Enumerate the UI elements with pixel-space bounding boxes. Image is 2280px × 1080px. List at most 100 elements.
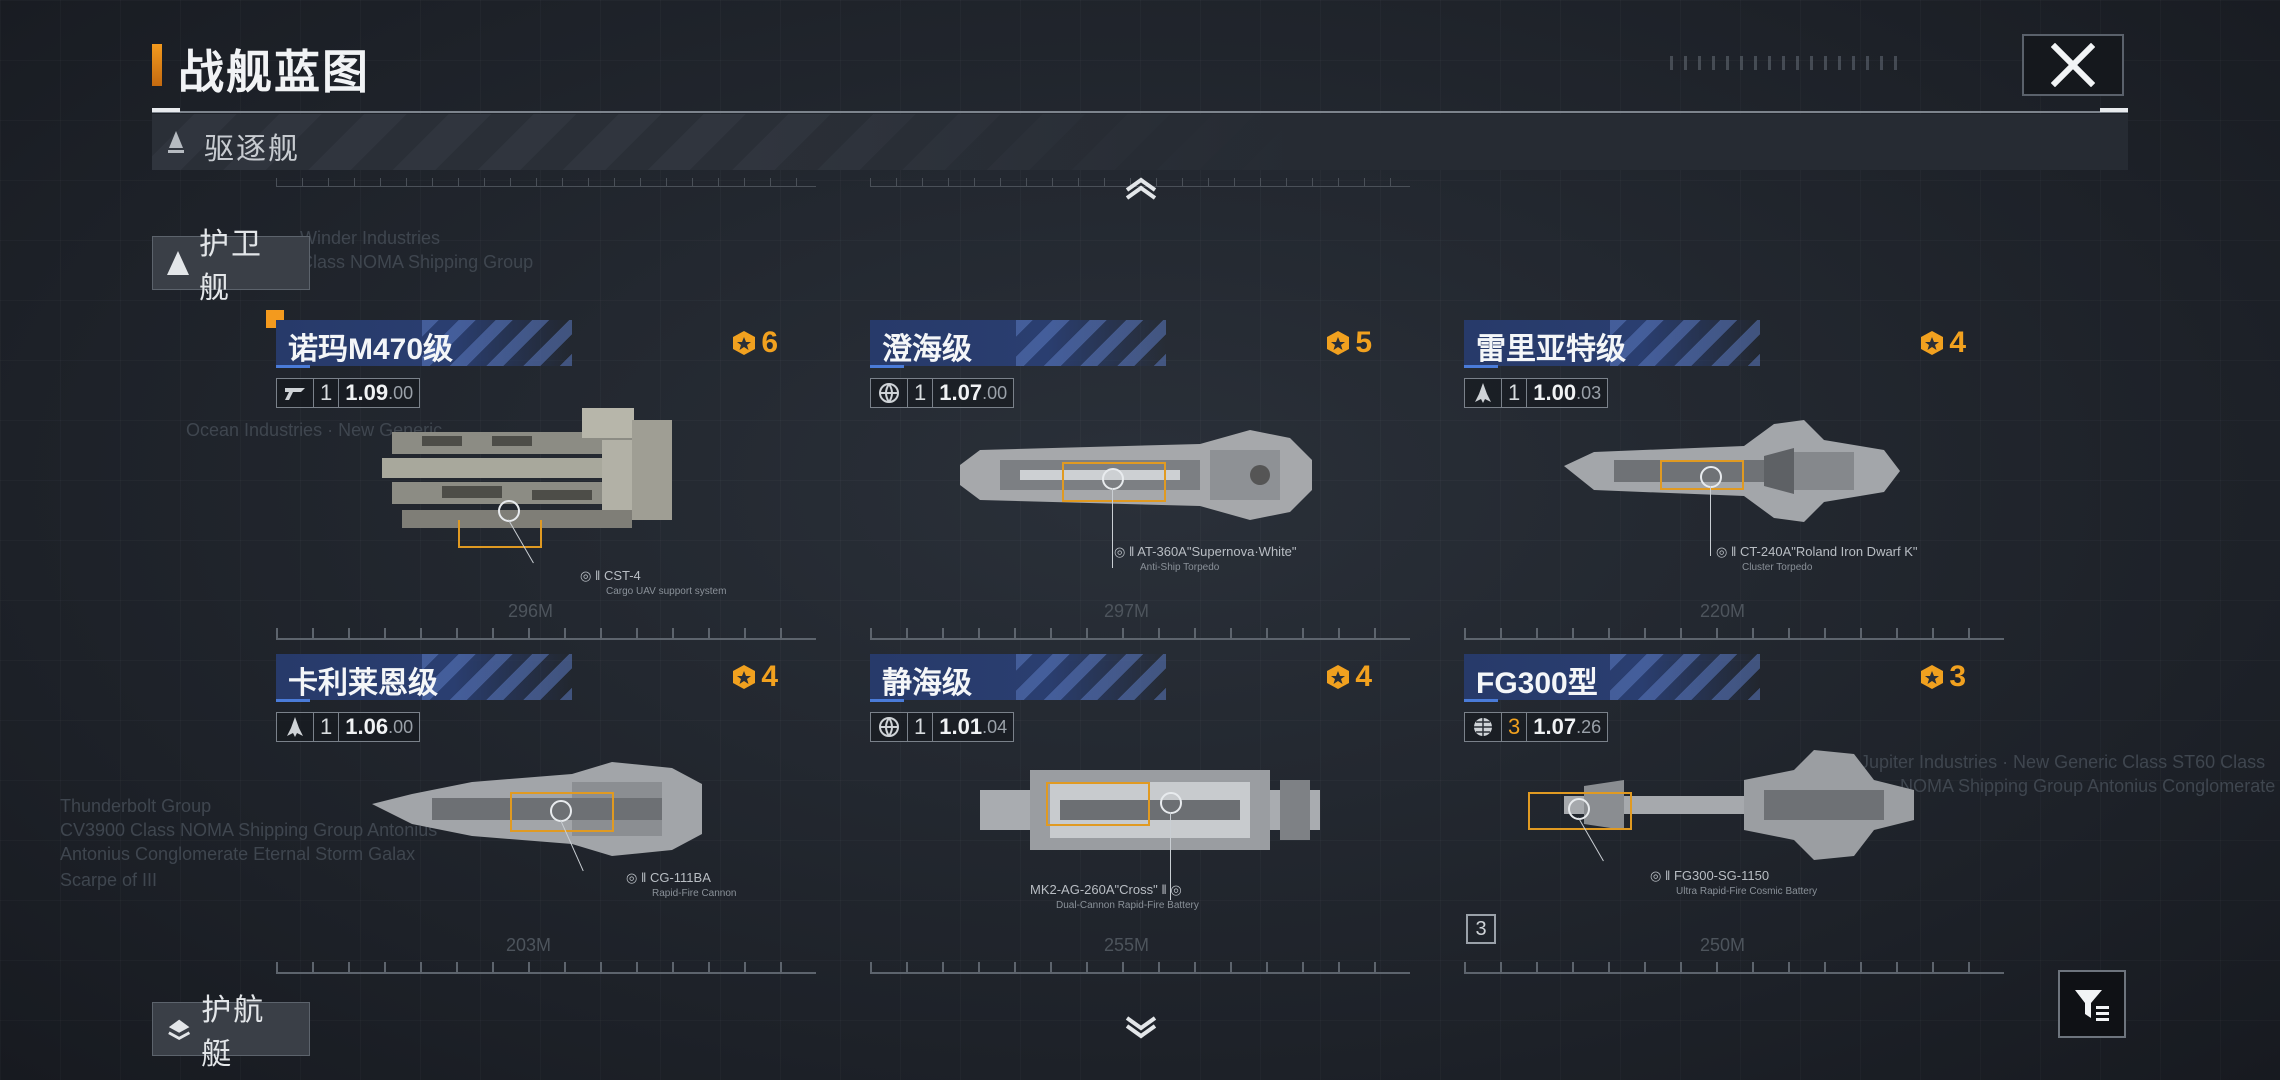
category-bar-fade [744, 114, 2128, 170]
background-text: Ocean Industries · New Generic [186, 420, 443, 440]
rank-emblem-icon [1327, 331, 1350, 355]
weapon-target-marker [550, 800, 572, 822]
ship-blueprint [382, 408, 672, 528]
ship-blueprint [1564, 750, 1914, 860]
rank-emblem-icon [733, 331, 756, 355]
ship-stats: 1 1.01.04 [870, 712, 1015, 742]
corvette-icon [168, 1019, 191, 1040]
destroyer-icon [168, 131, 184, 153]
target-bracket [1528, 792, 1632, 830]
ruler-decoration [276, 958, 816, 974]
category-bar-destroyer[interactable]: 驱逐舰 [152, 114, 2128, 170]
ruler-decoration [870, 624, 1410, 640]
weapon-target-marker [1160, 792, 1182, 814]
ship-length: 220M [1700, 601, 1746, 621]
target-bracket [510, 792, 614, 832]
weapon-label: ◎ ‖ CT-240A"Roland Iron Dwarf K"Cluster … [1716, 544, 1918, 573]
ship-length: 255M [1104, 935, 1150, 955]
ship-tier: 1 [314, 379, 340, 407]
tab-frigate[interactable]: 护卫舰 [152, 228, 310, 305]
ruler-decoration [276, 624, 816, 640]
divider-cap [2100, 108, 2128, 112]
count-badge: 3 [1466, 914, 1496, 944]
ship-length: 203M [506, 935, 552, 955]
ship-tier: 1 [314, 713, 340, 741]
background-text: NOMA Shipping Group Antonius Conglomerat… [1900, 776, 2276, 796]
category-label: 驱逐舰 [204, 133, 300, 166]
background-text: Thunderbolt Group [60, 796, 212, 816]
chevron-down-icon[interactable] [1124, 1016, 1158, 1040]
ship-tier: 1 [908, 713, 934, 741]
ship-length: 250M [1700, 935, 1746, 955]
weapon-label: MK2-AG-260A"Cross" ‖ ◎Dual-Cannon Rapid-… [1030, 882, 1199, 911]
header-divider [152, 111, 2128, 113]
target-bracket [1660, 460, 1744, 490]
ship-name-bar [1464, 654, 1760, 702]
ship-rank: 4 [1919, 326, 1966, 360]
globe-emblem-icon [871, 713, 908, 741]
ship-card[interactable]: 雷里亚特级 4 1 1.00.03 ◎ ‖ CT-240A"Roland Iro… [1464, 320, 2004, 640]
ship-blueprint [372, 762, 702, 856]
ship-rank: 3 [1919, 660, 1966, 694]
background-text: Class NOMA Shipping Group [300, 252, 534, 272]
close-icon [2051, 43, 2095, 87]
ship-version: 1.06.00 [345, 714, 414, 739]
ship-version: 1.09.00 [345, 380, 414, 405]
ship-stats: 1 1.07.00 [870, 378, 1015, 408]
ship-rank: 5 [1325, 326, 1372, 360]
ship-blueprint [980, 770, 1320, 850]
ship-version: 1.00.03 [1533, 380, 1602, 405]
title-accent [152, 44, 162, 86]
rank-emblem-icon [1921, 331, 1944, 355]
ship-version: 1.07.00 [939, 380, 1008, 405]
world-emblem-icon [1465, 713, 1502, 741]
leader-line [1710, 486, 1711, 556]
tab-corvette[interactable]: 护航艇 [152, 994, 310, 1071]
rocket-emblem-icon [277, 713, 314, 741]
ship-name-bar [276, 320, 572, 368]
weapon-target-marker [1102, 468, 1124, 490]
ship-name: 诺玛M470级 [288, 333, 454, 366]
background-text: CV3900 Class NOMA Shipping Group Antoniu… [60, 820, 438, 840]
ship-stats: 3 1.07.26 [1464, 712, 1609, 742]
ship-length: 296M [508, 601, 554, 621]
background-text: Winder Industries [300, 228, 441, 248]
ruler-decoration [1464, 624, 2004, 640]
ship-name: 卡利莱恩级 [288, 667, 438, 700]
chevron-up-icon[interactable] [1124, 176, 1158, 200]
ship-stats: 1 1.06.00 [276, 712, 421, 742]
ship-card[interactable]: 澄海级 5 1 1.07.00 ◎ ‖ AT-360A"Supernova·Wh… [870, 320, 1410, 640]
ship-stats: 1 1.00.03 [1464, 378, 1609, 408]
ship-card[interactable]: 静海级 4 1 1.01.04 MK2-AG-260A"Cross" ‖ ◎Du… [870, 654, 1410, 974]
ship-rank: 4 [1325, 660, 1372, 694]
filter-button[interactable] [2058, 970, 2126, 1038]
rank-emblem-icon [733, 665, 756, 689]
close-button[interactable] [2022, 34, 2124, 96]
target-bracket [458, 520, 542, 548]
ship-tier: 3 [1502, 713, 1528, 741]
ship-name: 雷里亚特级 [1476, 333, 1626, 366]
rank-emblem-icon [1327, 665, 1350, 689]
weapon-target-marker [498, 500, 520, 522]
divider-cap [152, 108, 180, 112]
ruler-decoration [1464, 958, 2004, 974]
globe-emblem-icon [871, 379, 908, 407]
ship-name-bar [870, 654, 1166, 702]
ship-name: 澄海级 [882, 333, 972, 366]
ship-tier: 1 [908, 379, 934, 407]
leader-line [1170, 812, 1171, 900]
ship-blueprint [1564, 420, 1900, 522]
nomad-logo-icon [277, 379, 314, 407]
tab-label: 护航艇 [201, 994, 266, 1071]
background-text: Scarpe of III [60, 870, 158, 890]
ruler-decoration [276, 172, 816, 187]
frigate-icon [167, 251, 189, 275]
weapon-target-marker [1700, 466, 1722, 488]
rocket-emblem-icon [1465, 379, 1502, 407]
ruler-decoration [870, 958, 1410, 974]
